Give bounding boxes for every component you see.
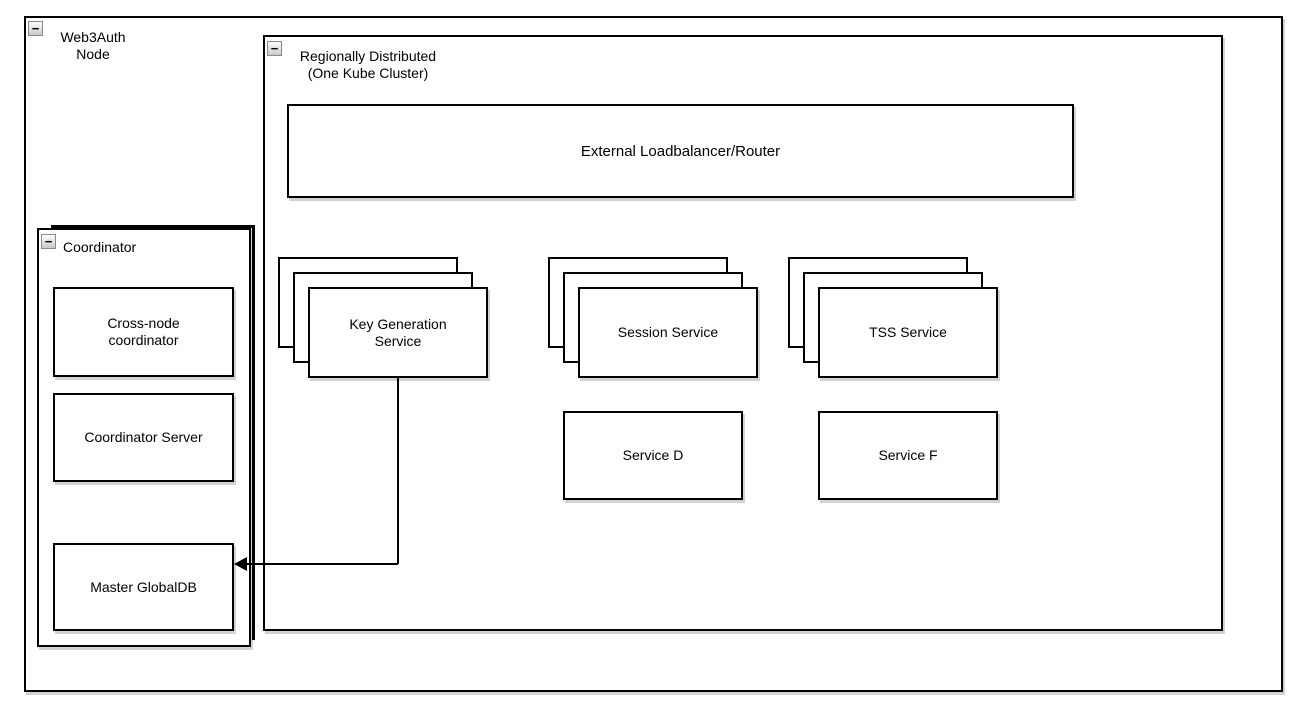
coordinator-collapse-icon[interactable]: − (41, 234, 56, 249)
key-generation-service-box: Key Generation Service (308, 287, 488, 378)
tss-service-stack: TSS Service (788, 257, 998, 378)
coordinator-server-box: Coordinator Server (53, 393, 234, 482)
arrowhead-left-icon (234, 557, 247, 571)
coordinator-back-edge-top (51, 225, 255, 228)
web3auth-collapse-icon[interactable]: − (28, 21, 43, 36)
session-service-box: Session Service (578, 287, 758, 378)
key-generation-service-stack: Key Generation Service (278, 257, 488, 378)
coordinator-group: − Coordinator Cross-node coordinator Coo… (37, 225, 255, 647)
web3auth-node-label: Web3Auth Node (60, 29, 126, 62)
service-f-box: Service F (818, 411, 998, 500)
coordinator-back-edge-right (252, 225, 255, 640)
arrow-line-vertical (397, 378, 399, 564)
regionally-distributed-group: − Regionally Distributed (One Kube Clust… (263, 35, 1223, 631)
external-loadbalancer-box: External Loadbalancer/Router (287, 104, 1074, 198)
arrow-line-horizontal (246, 563, 398, 565)
service-d-box: Service D (563, 411, 743, 500)
regionally-distributed-label: Regionally Distributed (One Kube Cluster… (299, 48, 437, 81)
coordinator-label: Coordinator (63, 239, 137, 255)
tss-service-box: TSS Service (818, 287, 998, 378)
master-globaldb-box: Master GlobalDB (53, 543, 234, 631)
regional-collapse-icon[interactable]: − (267, 41, 282, 56)
web3auth-node-group: − Web3Auth Node − Coordinator Cross-node… (24, 16, 1283, 692)
cross-node-coordinator-box: Cross-node coordinator (53, 287, 234, 377)
session-service-stack: Session Service (548, 257, 758, 378)
